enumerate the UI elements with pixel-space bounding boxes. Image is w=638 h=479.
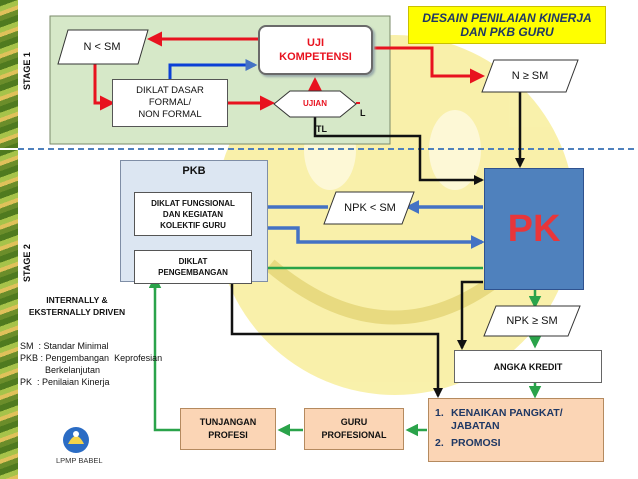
page-title: DESAIN PENILAIAN KINERJA DAN PKB GURU <box>408 6 606 44</box>
diklat-fungsional-line-1: DIKLAT FUNGSIONAL <box>151 198 235 208</box>
node-angka-kredit: ANGKA KREDIT <box>454 350 602 383</box>
tunjangan-line-2: PROFESI <box>208 430 248 440</box>
diklat-pengembangan-line-1: DIKLAT <box>178 257 208 266</box>
node-uji-kompetensi: UJI KOMPETENSI <box>258 25 373 75</box>
arrow-diklat-to-uji-blue <box>168 59 258 79</box>
legend-line-1: SM : Standar Minimal <box>20 341 109 351</box>
label-tl: TL <box>316 124 327 134</box>
result-1-number: 1. <box>435 407 444 419</box>
arrow-uji-to-n-ge-sm <box>374 46 485 84</box>
result-2-line-1: PROMOSI <box>451 437 501 449</box>
node-results: 1. KENAIKAN PANGKAT/ JABATAN 2. PROMOSI <box>428 398 604 462</box>
node-diklat-fungsional: DIKLAT FUNGSIONAL DAN KEGIATAN KOLEKTIF … <box>134 192 252 236</box>
node-npk-ge-sm: NPK ≥ SM <box>506 315 558 327</box>
result-item-1: 1. KENAIKAN PANGKAT/ JABATAN <box>435 407 597 433</box>
node-tunjangan-profesi: TUNJANGAN PROFESI <box>180 408 276 450</box>
node-n-ge-sm: N ≥ SM <box>511 70 549 82</box>
diklat-fungsional-line-3: KOLEKTIF GURU <box>160 220 226 230</box>
result-1-line-1: KENAIKAN PANGKAT/ <box>451 407 563 419</box>
title-line-2: DAN PKB GURU <box>460 25 554 39</box>
label-l: L <box>360 108 366 118</box>
diklat-dasar-line-3: NON FORMAL <box>138 109 202 120</box>
ujian-shape <box>273 90 357 118</box>
n-ge-sm-shape <box>481 59 579 93</box>
uji-line-2: KOMPETENSI <box>279 51 352 63</box>
diklat-fungsional-line-2: DAN KEGIATAN <box>162 209 224 219</box>
node-pk: PK <box>484 168 584 290</box>
diklat-pengembangan-line-2: PENGEMBANGAN <box>158 268 228 277</box>
arrow-diklat-fungsional-to-pk <box>252 226 485 249</box>
pkb-header: PKB <box>182 165 206 177</box>
guru-line-2: PROFESIONAL <box>321 430 387 440</box>
diklat-dasar-line-2: FORMAL/ <box>148 97 192 108</box>
legend: SM : Standar Minimal PKB : Pengembangan … <box>20 340 180 388</box>
node-npk-lt-sm: NPK < SM <box>344 202 396 214</box>
n-lt-sm-shape <box>57 29 149 65</box>
arrow-pkb-to-results <box>230 282 443 398</box>
arrow-n-lt-sm-to-diklat-dasar <box>93 64 115 111</box>
stage2-decor-strip <box>0 150 18 479</box>
legend-line-3: Berkelanjutan <box>20 365 101 375</box>
node-ujian: UJIAN <box>302 99 327 108</box>
node-diklat-dasar: DIKLAT DASAR FORMAL/ NON FORMAL <box>112 79 228 127</box>
result-2-number: 2. <box>435 437 444 449</box>
internally-line-2: EKSTERNALLY DRIVEN <box>28 307 126 317</box>
title-line-1: DESAIN PENILAIAN KINERJA <box>422 11 592 25</box>
stage1-decor-strip <box>0 0 18 148</box>
node-guru-profesional: GURU PROFESIONAL <box>304 408 404 450</box>
guru-line-1: GURU <box>340 417 368 427</box>
npk-lt-sm-shape <box>323 191 415 225</box>
legend-line-2: PKB : Pengembangan Keprofesian <box>20 353 163 363</box>
internally-driven-label: INTERNALLY & EKSTERNALLY DRIVEN <box>22 293 132 319</box>
node-diklat-pengembangan: DIKLAT PENGEMBANGAN <box>134 250 252 284</box>
lpmp-logo-icon <box>63 427 89 453</box>
diklat-dasar-line-1: DIKLAT DASAR <box>136 85 204 96</box>
uji-line-1: UJI <box>306 37 325 49</box>
node-n-lt-sm: N < SM <box>83 41 121 53</box>
result-1-text: KENAIKAN PANGKAT/ JABATAN <box>451 407 563 433</box>
legend-line-4: PK : Penilaian Kinerja <box>20 377 110 387</box>
npk-ge-sm-shape <box>483 305 581 337</box>
internally-line-1: INTERNALLY & <box>46 295 108 305</box>
result-item-2: 2. PROMOSI <box>435 437 597 450</box>
logo-caption: LPMP BABEL <box>56 456 103 465</box>
arrow-tl-to-pk <box>313 117 484 185</box>
result-1-line-2: JABATAN <box>451 420 500 432</box>
tunjangan-line-1: TUNJANGAN <box>199 417 257 427</box>
arrow-pk-to-angka-kredit <box>457 280 483 350</box>
